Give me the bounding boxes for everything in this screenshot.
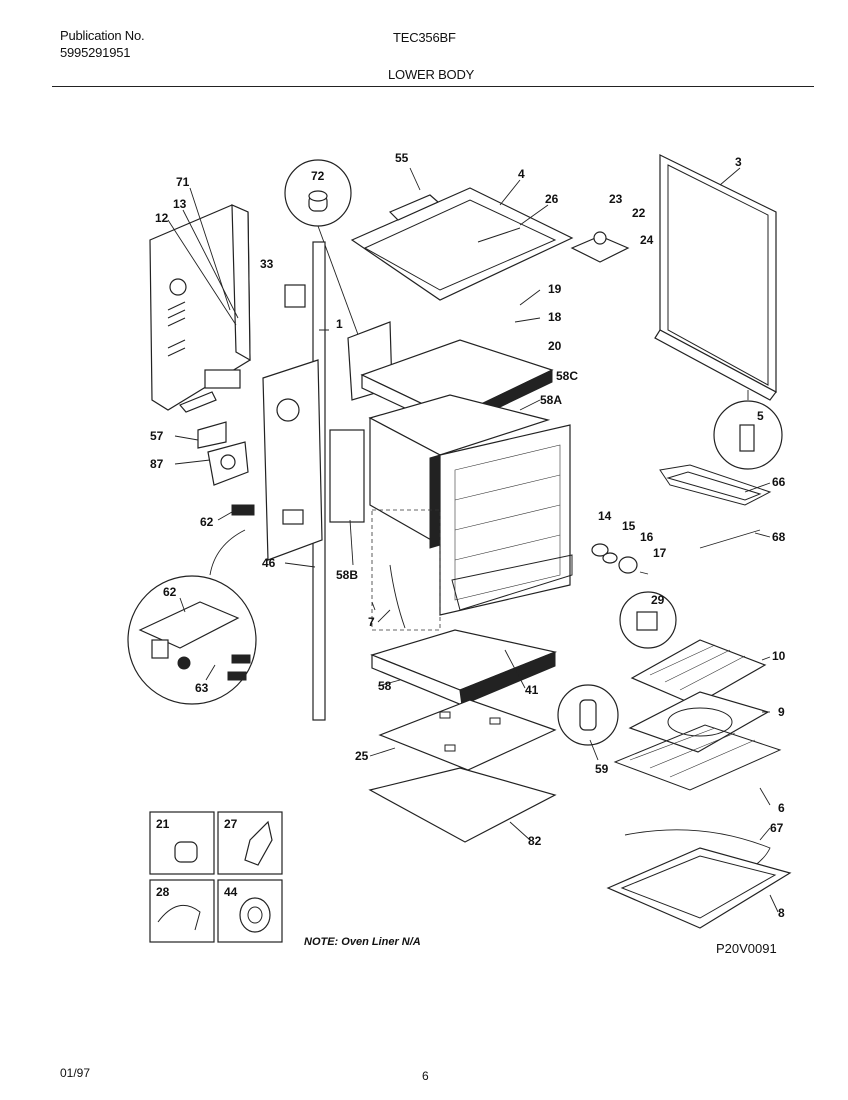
broiler-pan-9 (628, 691, 770, 753)
label-68: 68 (772, 530, 786, 544)
bake-element-8 (606, 829, 792, 929)
label-5: 5 (757, 409, 764, 423)
label-67: 67 (770, 821, 784, 835)
label-58: 58 (378, 679, 392, 693)
oven-cavity (329, 394, 573, 631)
broil-element-66 (659, 464, 772, 549)
model-number: TEC356BF (393, 30, 456, 45)
figure-code: P20V0091 (716, 941, 777, 956)
leader-lines (167, 167, 779, 913)
label-72: 72 (311, 169, 325, 183)
oven-liner-note: NOTE: Oven Liner N/A (304, 936, 421, 948)
footer-date: 01/97 (60, 1066, 91, 1080)
header-divider (52, 86, 814, 87)
top-frame-4 (350, 187, 574, 301)
label-19: 19 (548, 282, 562, 296)
label-12: 12 (155, 211, 169, 225)
label-41: 41 (525, 683, 539, 697)
label-14: 14 (598, 509, 612, 523)
label-6: 6 (778, 801, 785, 815)
label-62-inset: 62 (163, 585, 177, 599)
section-title: LOWER BODY (388, 67, 475, 82)
label-25: 25 (355, 749, 369, 763)
label-21: 21 (156, 817, 170, 831)
label-87: 87 (150, 457, 164, 471)
bottom-panel-25 (378, 699, 557, 771)
small-parts-grid (149, 811, 283, 943)
label-33: 33 (260, 257, 274, 271)
inset-59 (557, 684, 619, 746)
bracket-33 (284, 284, 306, 308)
inset-62 (127, 504, 257, 705)
label-58b: 58B (336, 568, 358, 582)
label-55: 55 (395, 151, 409, 165)
label-3: 3 (735, 155, 742, 169)
inset-29 (619, 591, 677, 649)
label-1: 1 (336, 317, 343, 331)
label-22: 22 (632, 206, 646, 220)
broiler-grid-10 (630, 639, 767, 706)
label-26: 26 (545, 192, 559, 206)
label-82: 82 (528, 834, 542, 848)
inset-72 (284, 159, 361, 341)
label-16: 16 (640, 530, 654, 544)
label-13: 13 (173, 197, 187, 211)
label-44: 44 (224, 885, 238, 899)
label-9: 9 (778, 705, 785, 719)
label-58a: 58A (540, 393, 562, 407)
door-panel-3 (654, 154, 777, 401)
inset-5 (713, 390, 783, 470)
label-71: 71 (176, 175, 190, 189)
label-18: 18 (548, 310, 562, 324)
label-23: 23 (609, 192, 623, 206)
inset-22-24 (570, 231, 630, 263)
page-number: 6 (422, 1069, 429, 1083)
label-20: 20 (548, 339, 562, 353)
part-labels: 72 55 4 26 23 22 24 3 71 13 12 33 1 19 1… (150, 151, 786, 920)
label-59: 59 (595, 762, 609, 776)
oven-rack-6 (613, 724, 782, 791)
label-62-connector: 62 (200, 515, 214, 529)
label-7: 7 (368, 615, 375, 629)
label-57: 57 (150, 429, 164, 443)
label-10: 10 (772, 649, 786, 663)
back-panel-71 (149, 204, 251, 413)
bracket-87 (197, 421, 249, 486)
label-17: 17 (653, 546, 667, 560)
publication-label: Publication No. (60, 28, 145, 43)
bottom-panel-82 (368, 767, 557, 843)
thermostat-14-17 (591, 543, 649, 575)
label-8: 8 (778, 906, 785, 920)
label-28: 28 (156, 885, 170, 899)
label-4: 4 (518, 167, 525, 181)
label-63: 63 (195, 681, 209, 695)
publication-number: 5995291951 (60, 45, 131, 60)
label-24: 24 (640, 233, 654, 247)
label-27: 27 (224, 817, 238, 831)
label-15: 15 (622, 519, 636, 533)
label-29: 29 (651, 593, 665, 607)
label-66: 66 (772, 475, 786, 489)
label-58c: 58C (556, 369, 578, 383)
label-46: 46 (262, 556, 276, 570)
bottom-insulation-58 (370, 564, 558, 706)
